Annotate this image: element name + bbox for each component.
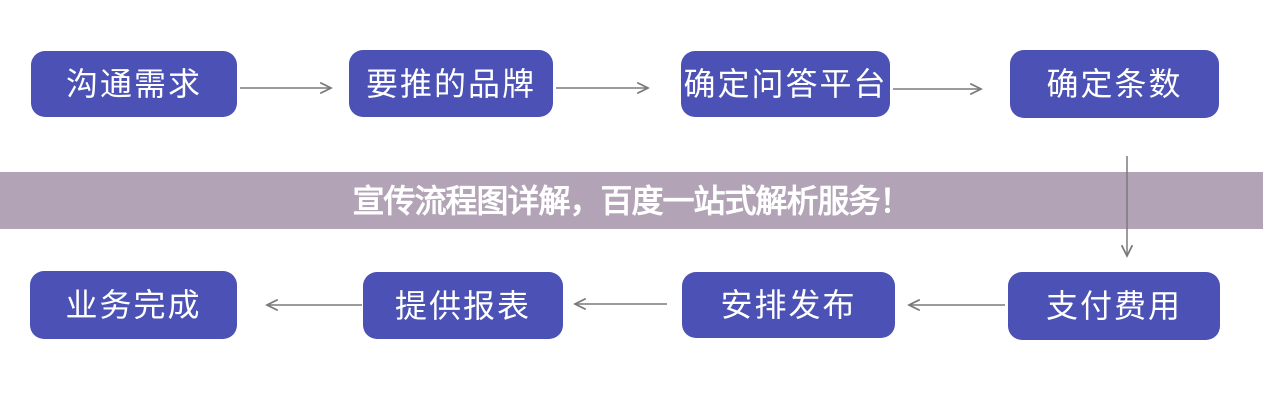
promo-banner-title: 宣传流程图详解，百度一站式解析服务！ xyxy=(352,181,911,220)
flow-node-label: 提供报表 xyxy=(394,286,531,325)
flow-node-label: 要推的品牌 xyxy=(365,64,536,103)
flow-node-confirm-quantity: 确定条数 xyxy=(1010,50,1219,118)
flow-node-label: 业务完成 xyxy=(65,286,202,324)
flow-node-pay-fees: 支付费用 xyxy=(1008,272,1220,340)
flow-node-business-complete: 业务完成 xyxy=(30,271,237,339)
flow-node-brand-to-promote: 要推的品牌 xyxy=(349,50,553,117)
flow-node-label: 安排发布 xyxy=(720,286,857,324)
flow-node-provide-report: 提供报表 xyxy=(363,272,563,339)
flow-node-label: 确定条数 xyxy=(1046,65,1183,103)
flow-node-choose-qa-platform: 确定问答平台 xyxy=(681,51,890,117)
flow-node-communicate-needs: 沟通需求 xyxy=(31,51,237,117)
flow-node-label: 沟通需求 xyxy=(65,65,202,103)
promo-banner: 宣传流程图详解，百度一站式解析服务！ xyxy=(0,172,1263,229)
flow-node-label: 确定问答平台 xyxy=(683,65,888,103)
flow-node-label: 支付费用 xyxy=(1045,287,1182,325)
flow-node-schedule-publish: 安排发布 xyxy=(682,272,895,338)
